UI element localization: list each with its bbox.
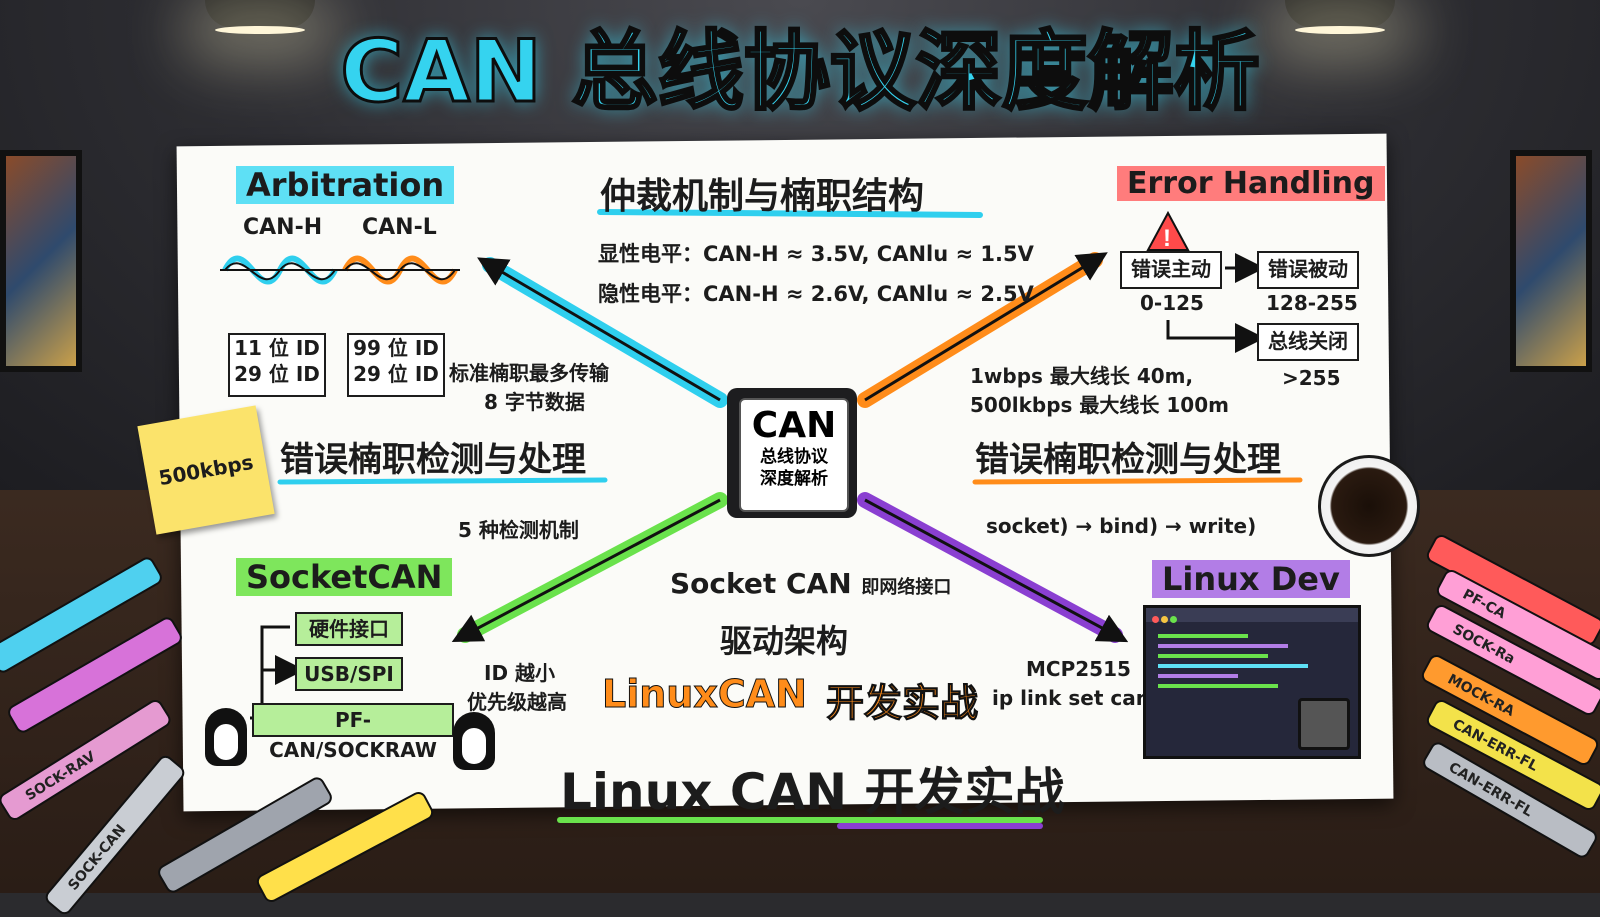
tux-penguin-icon: [453, 712, 495, 770]
socketcan-tag: SocketCAN: [236, 558, 453, 596]
ip-link-command: ip link set can o: [992, 686, 1171, 710]
priority-line-2: 优先级越高: [467, 690, 567, 714]
warning-icon: [1146, 210, 1190, 251]
error-detect-heading-right: 错误楠职检测与处理: [975, 440, 1281, 480]
can-h-label: CAN-H: [243, 215, 323, 240]
chip-title: CAN: [751, 405, 837, 446]
priority-line-1: ID 越小: [484, 661, 556, 685]
terminal-window: [1143, 605, 1361, 759]
payload-line-2: 8 字节数据: [484, 390, 585, 414]
error-detect-heading-left: 错误楠职检测与处理: [280, 440, 586, 480]
error-passive-range: 128-255: [1266, 291, 1358, 315]
error-handling-tag: Error Handling: [1117, 166, 1385, 201]
speed-line-2: 500lkbps 最大线长 100m: [970, 393, 1229, 417]
arbitration-tag: Arbitration: [236, 166, 455, 204]
error-passive-box: 错误被动: [1257, 251, 1359, 289]
speed-line-1: 1wbps 最大线长 40m,: [970, 364, 1194, 388]
id-box-extended: 99 位 ID 29 位 ID: [347, 333, 445, 397]
wall-painting: [1510, 150, 1592, 372]
socket-can-label: Socket CAN 即网络接口: [670, 567, 952, 600]
error-active-range: 0-125: [1140, 291, 1204, 315]
can-chip: CAN 总线协议 深度解析: [727, 388, 857, 518]
socket-api-flow: socket) → bind) → write): [986, 514, 1257, 538]
usb-spi-box: USB/SPI: [295, 657, 403, 691]
mcp2515-label: MCP2515: [1026, 657, 1131, 681]
main-title: CAN 总线协议深度解析: [339, 21, 1262, 124]
can-l-label: CAN-L: [362, 215, 437, 240]
tux-penguin-icon: [205, 708, 247, 766]
detect-mechanisms: 5 种检测机制: [458, 518, 579, 542]
sticky-note: 500kbps: [137, 405, 275, 535]
linux-can-orange-1: LinuxCAN: [602, 672, 808, 717]
hardware-interface-box: 硬件接口: [295, 612, 403, 646]
chip-line-1: 总线协议: [760, 447, 828, 467]
wall-painting: [0, 150, 82, 372]
recessive-level: 隐性电平：CAN-H ≈ 2.6V, CANlu ≈ 2.5V: [598, 282, 1034, 306]
payload-line-1: 标准楠职最多传输: [449, 361, 609, 385]
pf-can-box: PF-CAN/SOCKRAW: [252, 703, 454, 762]
chip-icon: [1298, 698, 1350, 750]
svg-text:!: !: [1163, 225, 1171, 252]
center-heading: 仲裁机制与楠职结构: [600, 176, 925, 217]
linux-dev-tag: Linux Dev: [1152, 560, 1350, 598]
id-box-standard: 11 位 ID 29 位 ID: [228, 333, 326, 397]
driver-architecture: 驱动架构: [720, 622, 849, 660]
coffee-mug: [1318, 455, 1420, 557]
linux-can-bottom-title: Linux CAN 开发实战: [560, 763, 1065, 821]
bus-off-box: 总线关闭: [1257, 323, 1359, 361]
ceiling-lamp: [205, 0, 315, 34]
ceiling-lamp: [1285, 0, 1395, 34]
dominant-level: 显性电平：CAN-H ≈ 3.5V, CANlu ≈ 1.5V: [598, 242, 1034, 266]
bus-off-range: >255: [1282, 366, 1341, 390]
error-active-box: 错误主动: [1120, 251, 1222, 289]
arrows-layer: !: [220, 209, 1303, 829]
linux-can-orange-2: 开发实战: [825, 681, 979, 726]
chip-line-2: 深度解析: [760, 469, 828, 489]
